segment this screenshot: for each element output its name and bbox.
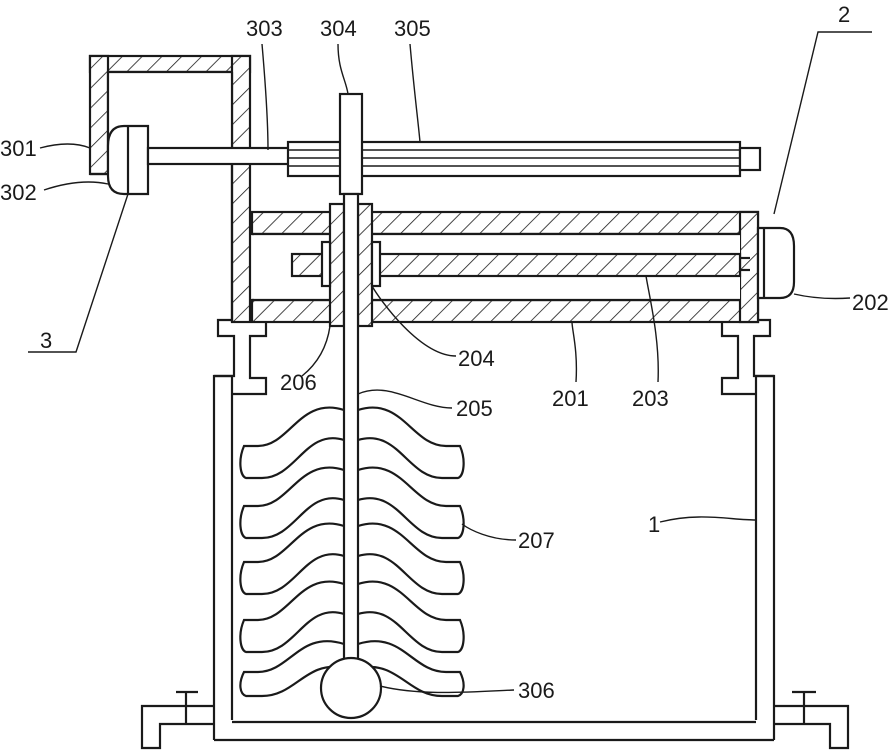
label-202: 202: [852, 290, 888, 315]
ball-306: [321, 658, 381, 718]
container-body: [142, 320, 848, 748]
label-3: 3: [40, 328, 52, 353]
label-1: 1: [648, 512, 660, 537]
label-206: 206: [280, 370, 317, 395]
label-306: 306: [518, 678, 555, 703]
shaft-303: [148, 148, 290, 164]
label-305: 305: [394, 16, 431, 41]
stirring-shaft: [344, 194, 358, 674]
label-301: 301: [0, 136, 37, 161]
label-201: 201: [552, 386, 589, 411]
gear-304: [340, 94, 362, 194]
label-203: 203: [632, 386, 669, 411]
label-303: 303: [246, 16, 283, 41]
label-302: 302: [0, 180, 37, 205]
label-204: 204: [458, 346, 495, 371]
label-2: 2: [838, 2, 850, 27]
label-205: 205: [456, 396, 493, 421]
label-304: 304: [320, 16, 357, 41]
label-207: 207: [518, 528, 555, 553]
